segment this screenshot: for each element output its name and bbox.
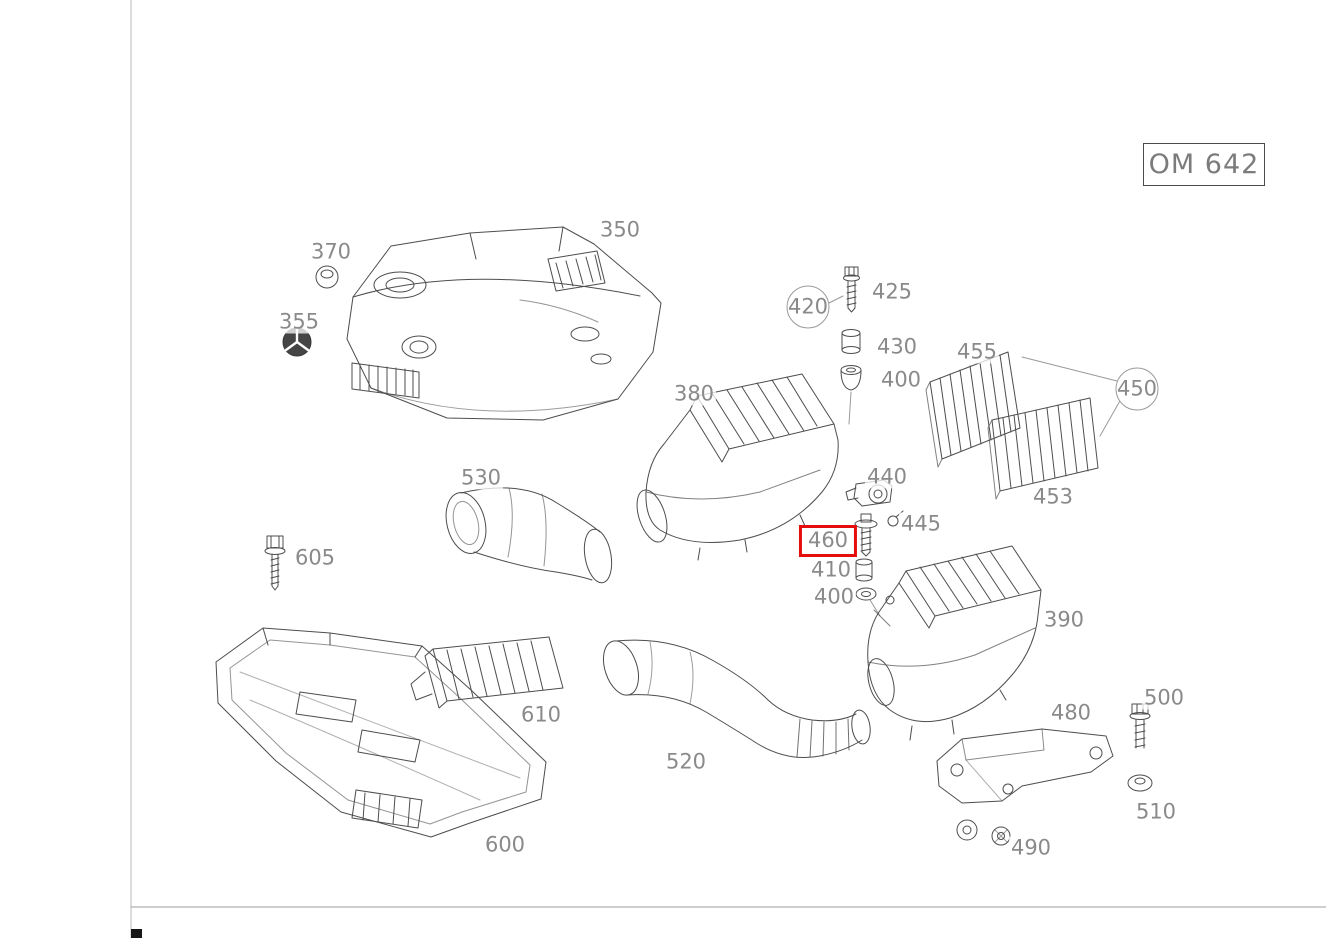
fastener-column-420-drawing — [828, 266, 862, 425]
air-filter-housing-390-drawing — [867, 545, 1042, 741]
callout-450-leaders — [1021, 356, 1122, 437]
sleeve-410-drawing — [855, 558, 873, 582]
engine-code: OM 642 — [1148, 149, 1260, 180]
grommets-490-drawing — [956, 819, 1011, 846]
screw-500-drawing — [1129, 703, 1151, 749]
part-label-490[interactable]: 490 — [1008, 835, 1054, 860]
part-label-440[interactable]: 440 — [864, 464, 910, 489]
part-label-450[interactable]: 450 — [1115, 367, 1159, 411]
grommet-510-drawing — [1127, 774, 1153, 792]
part-label-600[interactable]: 600 — [482, 832, 528, 857]
part-label-445[interactable]: 445 — [898, 511, 944, 536]
part-label-425[interactable]: 425 — [869, 279, 915, 304]
cowl-panel-600-drawing — [215, 627, 547, 838]
part-label-605[interactable]: 605 — [292, 545, 338, 570]
part-label-400[interactable]: 400 — [878, 367, 924, 392]
engine-code-box: OM 642 — [1143, 143, 1265, 186]
bolt-460-drawing — [854, 513, 878, 557]
engine-cover-350-drawing — [346, 226, 662, 421]
part-label-400[interactable]: 400 — [811, 584, 857, 609]
control-unit-610-drawing — [410, 636, 564, 709]
part-label-510[interactable]: 510 — [1133, 799, 1179, 824]
part-label-480[interactable]: 480 — [1048, 700, 1094, 725]
part-label-430[interactable]: 430 — [874, 334, 920, 359]
part-label-350[interactable]: 350 — [597, 217, 643, 242]
part-label-355[interactable]: 355 — [276, 309, 322, 334]
part-label-520[interactable]: 520 — [663, 749, 709, 774]
part-label-460-selected[interactable]: 460 — [798, 525, 858, 557]
part-label-370[interactable]: 370 — [308, 239, 354, 264]
part-label-500[interactable]: 500 — [1141, 685, 1187, 710]
part-label-610[interactable]: 610 — [518, 702, 564, 727]
intake-duct-520-drawing — [602, 639, 871, 758]
part-label-530[interactable]: 530 — [458, 465, 504, 490]
bracket-480-drawing — [936, 728, 1114, 804]
air-filter-housing-380-drawing — [636, 373, 839, 561]
filter-element-453-drawing — [987, 397, 1099, 500]
bolt-605-drawing — [264, 535, 286, 591]
part-label-380[interactable]: 380 — [671, 381, 717, 406]
part-label-420[interactable]: 420 — [786, 285, 830, 329]
part-label-410[interactable]: 410 — [808, 557, 854, 582]
part-label-453[interactable]: 453 — [1030, 484, 1076, 509]
part-label-390[interactable]: 390 — [1041, 607, 1087, 632]
grommet-370-drawing — [315, 265, 339, 289]
part-label-455[interactable]: 455 — [954, 339, 1000, 364]
page-frame — [130, 0, 1326, 938]
